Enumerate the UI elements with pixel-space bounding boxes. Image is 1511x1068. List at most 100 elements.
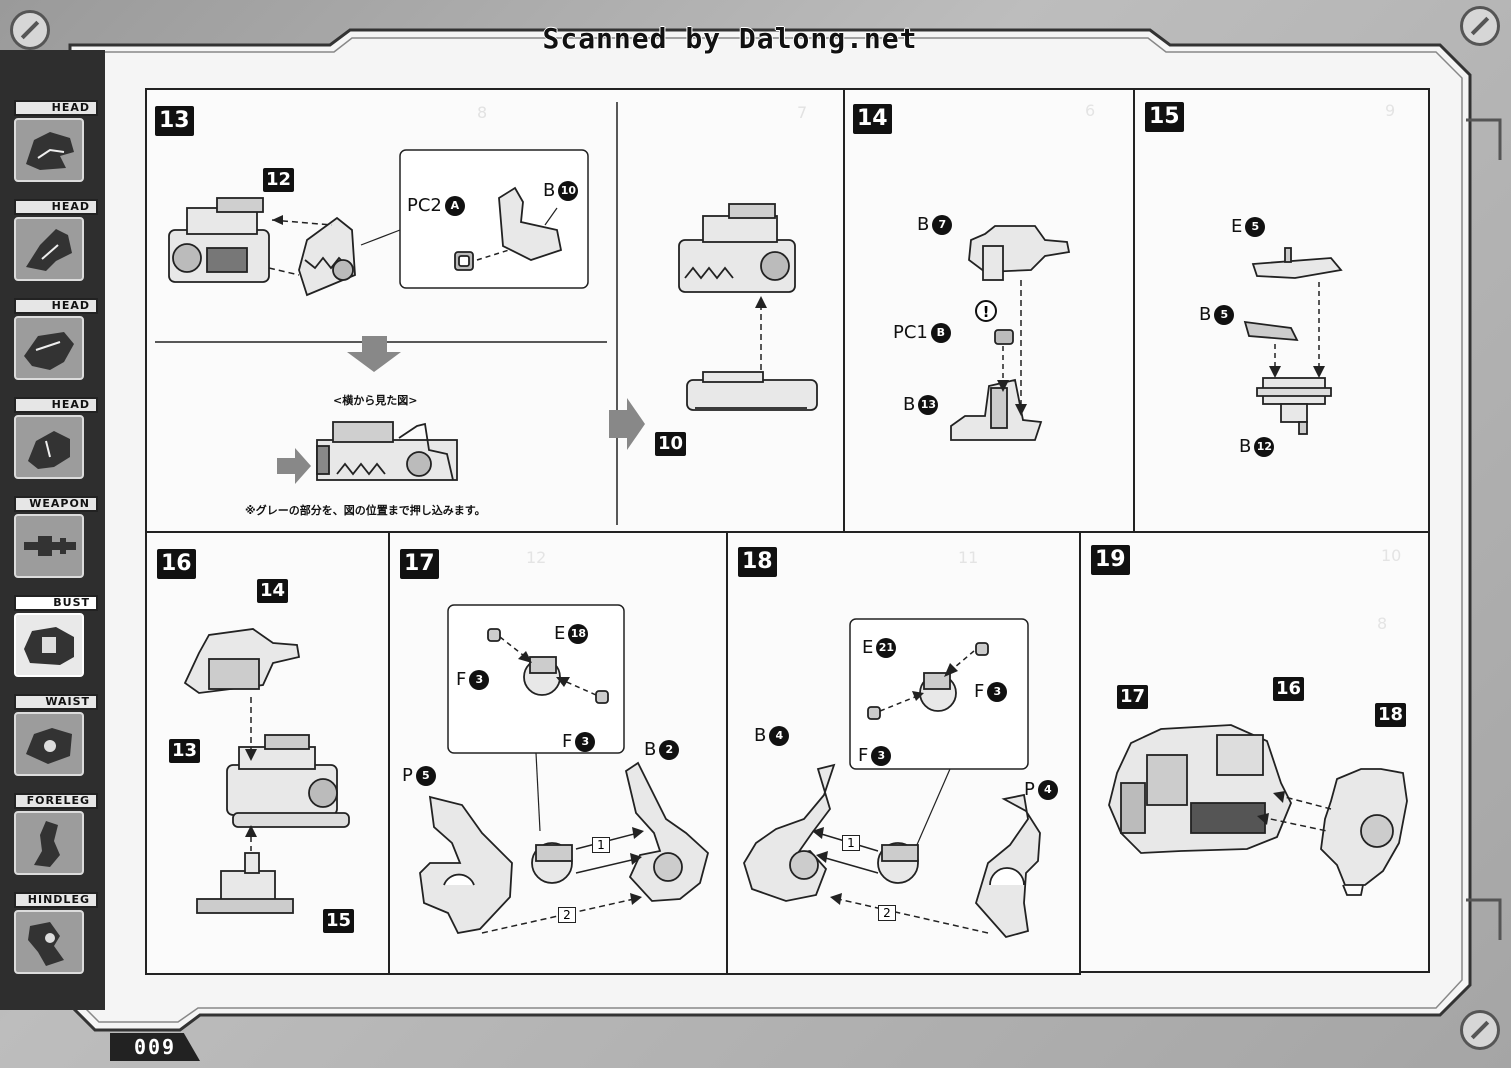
corner-bolt-icon (1460, 6, 1500, 46)
sidebar-tab-head-4[interactable]: HEAD (6, 397, 98, 487)
part-number-disc: 5 (1214, 305, 1235, 325)
bust-part-icon (24, 627, 74, 665)
part-code: F (974, 681, 985, 702)
tab-label: HEAD (14, 397, 98, 413)
svg-text:9: 9 (1385, 101, 1395, 120)
sidebar-tab-hindleg[interactable]: HINDLEG (6, 892, 98, 982)
sidebar-tab-foreleg[interactable]: FORELEG (6, 793, 98, 883)
foreleg-part-icon (34, 821, 60, 867)
instruction-note: ※グレーの部分を、図の位置まで押し込みます。 (245, 504, 486, 517)
sidebar-tab-weapon[interactable]: WEAPON (6, 496, 98, 586)
part-code: B (1239, 436, 1252, 457)
svg-text:8: 8 (1377, 614, 1387, 633)
part-code: P (402, 765, 413, 786)
weapon-part-icon (24, 536, 76, 556)
part-code: B (754, 725, 767, 746)
page-number: 009 (110, 1033, 200, 1061)
tab-label: WAIST (14, 694, 98, 710)
ref-step-badge: 13 (169, 739, 201, 763)
step-number: 15 (1145, 102, 1184, 132)
part-number-disc: 10 (558, 181, 579, 201)
sidebar-tab-head-1[interactable]: HEAD (6, 100, 98, 190)
part-number-disc: A (444, 196, 465, 216)
sidebar-tab-bust[interactable]: BUST (6, 595, 98, 685)
part-number-disc: 4 (769, 726, 790, 746)
head-part-icon (28, 431, 70, 469)
section-sidebar: HEAD HEAD HEAD HEAD WEAPON BUST WAIST F (0, 50, 105, 1010)
tab-label: HINDLEG (14, 892, 98, 908)
ref-step-badge: 16 (1273, 677, 1305, 701)
svg-text:7: 7 (797, 103, 807, 122)
step-16-panel: 16 14 13 15 (145, 533, 390, 975)
ref-step-badge: 17 (1117, 685, 1149, 709)
svg-text:10: 10 (1381, 546, 1401, 565)
sidebar-tab-head-3[interactable]: HEAD (6, 298, 98, 388)
part-number-disc: 5 (1245, 217, 1266, 237)
corner-bolt-icon (1460, 1010, 1500, 1050)
step-19-illustration: 10 8 (1108, 546, 1408, 896)
svg-text:6: 6 (1085, 101, 1095, 120)
step-number: 14 (853, 104, 892, 134)
part-code: B (917, 214, 930, 235)
part-code: B (644, 739, 657, 760)
tab-label: FORELEG (14, 793, 98, 809)
part-code: PC1 (893, 322, 928, 343)
svg-text:12: 12 (526, 548, 546, 567)
part-number-disc: 4 (1037, 780, 1058, 800)
tab-label: HEAD (14, 100, 98, 116)
part-number-disc: 18 (568, 624, 589, 644)
step-number: 19 (1091, 545, 1130, 575)
part-code: F (858, 745, 869, 766)
part-code: E (1231, 216, 1243, 237)
step-number: 18 (738, 547, 777, 577)
head-part-icon (26, 229, 72, 271)
part-code: B (543, 180, 556, 201)
tab-label: WEAPON (14, 496, 98, 512)
order-marker-2: 2 (878, 905, 896, 921)
tab-label: HEAD (14, 298, 98, 314)
part-code: E (862, 637, 874, 658)
svg-text:8: 8 (477, 103, 487, 122)
step-number: 17 (400, 549, 439, 579)
hindleg-part-icon (28, 922, 64, 966)
ref-step-badge: 15 (323, 909, 355, 933)
part-number-disc: 13 (918, 395, 939, 415)
part-number-disc: 2 (659, 740, 680, 760)
order-marker-1: 1 (592, 837, 610, 853)
tab-label: HEAD (14, 199, 98, 215)
step-number: 16 (157, 549, 196, 579)
part-code: F (562, 731, 573, 752)
part-number-disc: 3 (469, 670, 490, 690)
sidebar-tab-head-2[interactable]: HEAD (6, 199, 98, 289)
caution-icon: ! (975, 300, 997, 322)
part-number-disc: 3 (575, 732, 596, 752)
part-number-disc: 21 (876, 638, 897, 658)
part-number-disc: 5 (415, 766, 436, 786)
part-code: F (456, 669, 467, 690)
step-16-illustration (183, 628, 350, 914)
step-14-illustration: 6 (950, 101, 1095, 441)
scan-credit: Scanned by Dalong.net (542, 22, 918, 55)
sidebar-tab-waist[interactable]: WAIST (6, 694, 98, 784)
step-number: 13 (155, 106, 194, 136)
part-number-disc: 12 (1254, 437, 1275, 457)
corner-bolt-icon (10, 10, 50, 50)
